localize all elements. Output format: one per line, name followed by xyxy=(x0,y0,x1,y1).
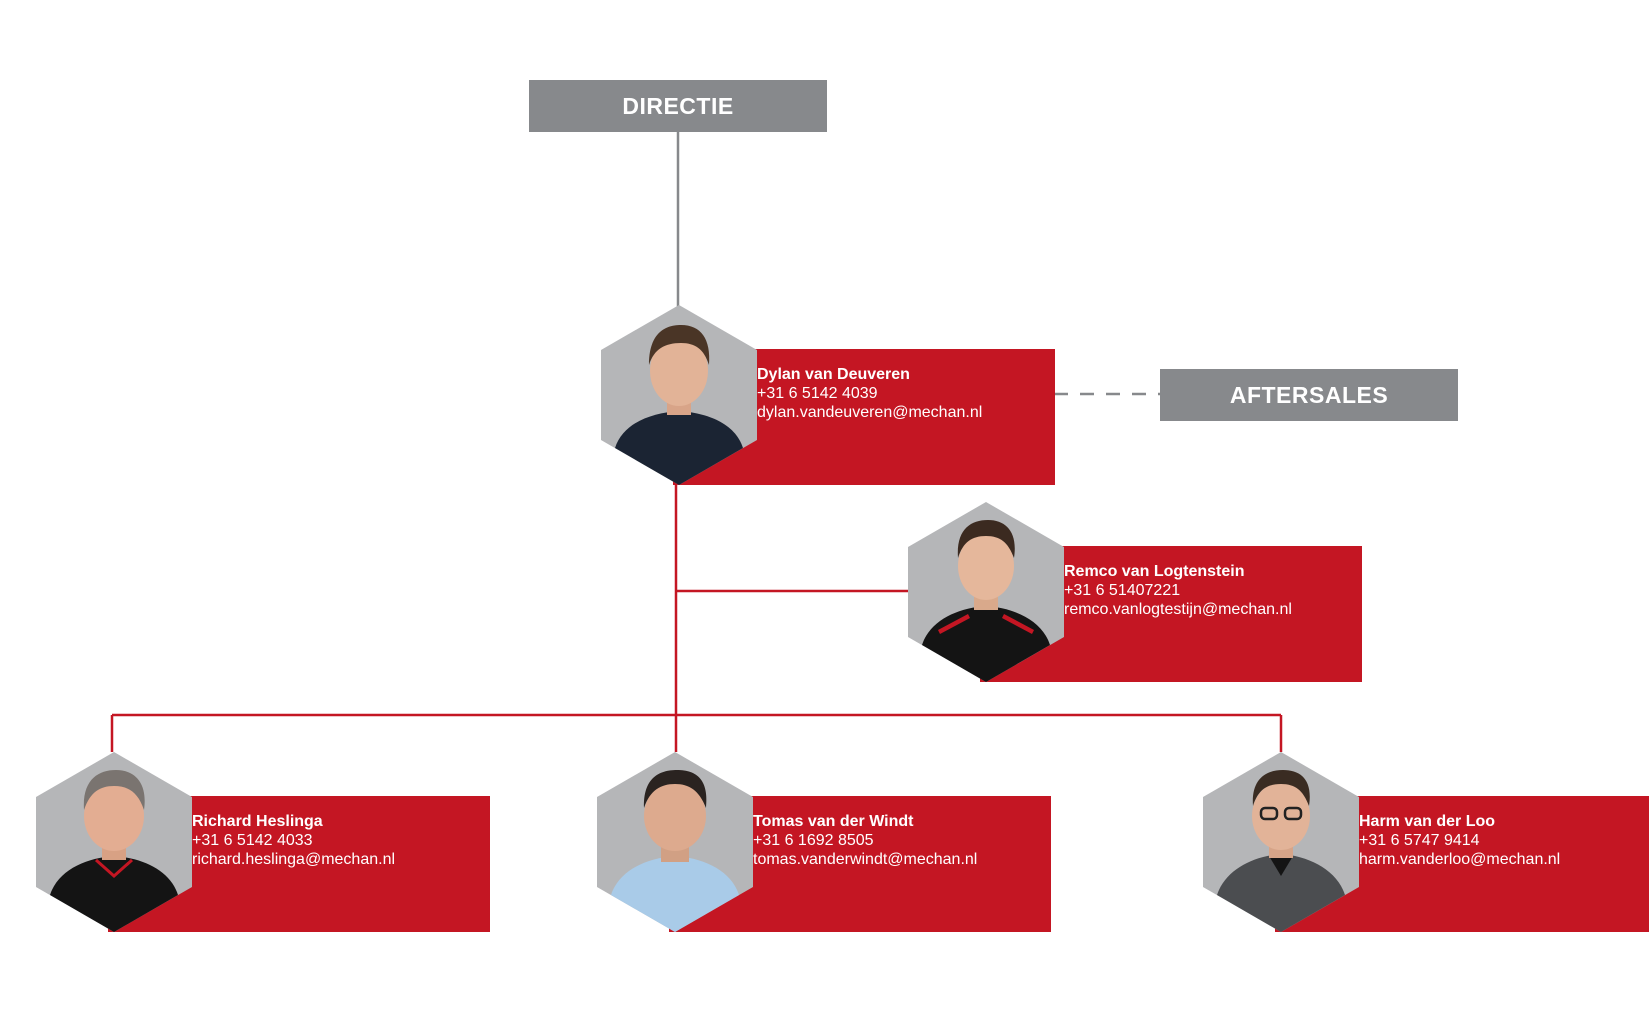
person-phone: +31 6 5747 9414 xyxy=(1359,832,1480,849)
contact-panel: Dylan van Deuveren +31 6 5142 4039 dylan… xyxy=(673,349,1055,485)
person-email: tomas.vanderwindt@mechan.nl xyxy=(753,851,978,868)
person-card-harm: Harm van der Loo +31 6 5747 9414 harm.va… xyxy=(1203,752,1649,932)
person-name: Dylan van Deuveren xyxy=(757,366,910,383)
person-email: remco.vanlogtestijn@mechan.nl xyxy=(1064,601,1292,618)
person-card-dylan: Dylan van Deuveren +31 6 5142 4039 dylan… xyxy=(601,305,1055,485)
person-phone: +31 6 1692 8505 xyxy=(753,832,874,849)
aftersales-box: AFTERSALES xyxy=(1160,369,1458,421)
person-phone: +31 6 5142 4039 xyxy=(757,385,878,402)
person-name: Harm van der Loo xyxy=(1359,813,1496,830)
portrait-photo-dark-shirt xyxy=(601,305,757,485)
directie-box: DIRECTIE xyxy=(529,80,827,132)
portrait-photo-grey-vest xyxy=(1203,752,1359,932)
person-name: Richard Heslinga xyxy=(192,813,323,830)
person-email: harm.vanderloo@mechan.nl xyxy=(1359,851,1561,868)
directie-label: DIRECTIE xyxy=(622,92,734,119)
aftersales-label: AFTERSALES xyxy=(1229,381,1389,408)
person-card-tomas: Tomas van der Windt +31 6 1692 8505 toma… xyxy=(597,752,1051,932)
person-phone: +31 6 5142 4033 xyxy=(192,832,313,849)
portrait-photo-black-polo xyxy=(36,752,192,932)
person-name: Remco van Logtenstein xyxy=(1064,563,1245,580)
person-card-remco: Remco van Logtenstein +31 6 51407221 rem… xyxy=(908,502,1362,682)
person-card-richard: Richard Heslinga +31 6 5142 4033 richard… xyxy=(36,752,490,932)
person-email: richard.heslinga@mechan.nl xyxy=(192,851,396,868)
person-email: dylan.vandeuveren@mechan.nl xyxy=(757,404,983,421)
person-phone: +31 6 51407221 xyxy=(1064,582,1181,599)
portrait-photo-black-polo xyxy=(908,502,1064,682)
person-name: Tomas van der Windt xyxy=(753,813,914,830)
portrait-photo-light-blue-shirt xyxy=(597,752,753,932)
